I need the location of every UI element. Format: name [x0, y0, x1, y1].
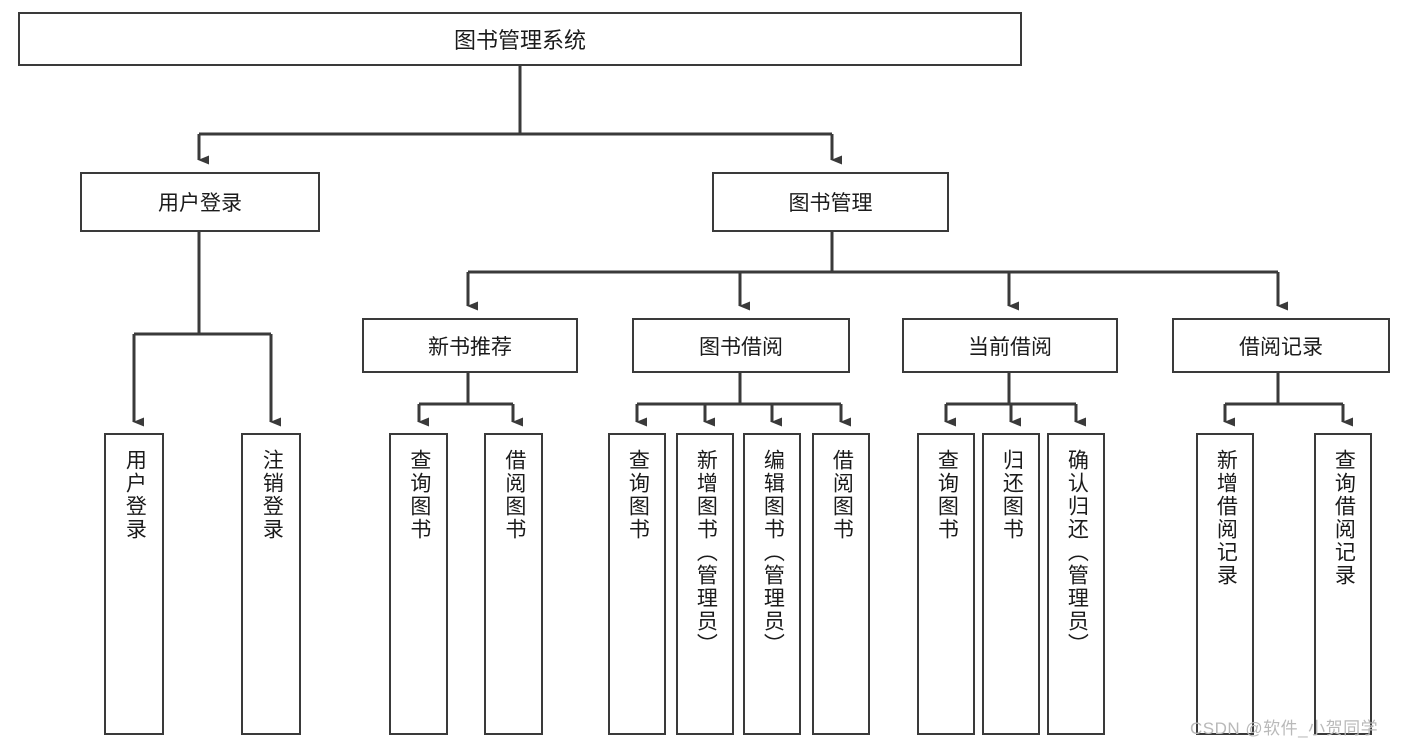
- node-leaf-query-book-current[interactable]: 查询图书: [917, 433, 975, 735]
- node-current-borrow-label: 当前借阅: [968, 335, 1052, 359]
- node-current-borrow[interactable]: 当前借阅: [902, 318, 1118, 373]
- node-book-borrow-label: 图书借阅: [699, 335, 783, 359]
- node-leaf-query-book-borrow-label: 查询图书: [626, 449, 650, 541]
- node-leaf-return-book-label: 归还图书: [1000, 449, 1024, 541]
- node-leaf-confirm-return-admin-label: 确认归还（管理员）: [1065, 449, 1089, 656]
- node-leaf-logout[interactable]: 注销登录: [241, 433, 301, 735]
- node-leaf-logout-label: 注销登录: [260, 449, 284, 541]
- node-user-login-label: 用户登录: [158, 192, 242, 215]
- node-leaf-add-book-admin[interactable]: 新增图书（管理员）: [676, 433, 734, 735]
- node-leaf-user-login[interactable]: 用户登录: [104, 433, 164, 735]
- node-user-login[interactable]: 用户登录: [80, 172, 320, 232]
- node-leaf-borrow-book[interactable]: 借阅图书: [812, 433, 870, 735]
- node-book-management[interactable]: 图书管理: [712, 172, 949, 232]
- node-book-borrow[interactable]: 图书借阅: [632, 318, 850, 373]
- node-leaf-add-borrow-record[interactable]: 新增借阅记录: [1196, 433, 1254, 735]
- node-leaf-add-borrow-record-label: 新增借阅记录: [1214, 449, 1238, 587]
- node-leaf-query-book-borrow[interactable]: 查询图书: [608, 433, 666, 735]
- node-leaf-query-borrow-record-label: 查询借阅记录: [1332, 449, 1356, 587]
- node-borrow-record-label: 借阅记录: [1239, 335, 1323, 359]
- node-book-management-label: 图书管理: [788, 192, 873, 215]
- node-new-book-recommend[interactable]: 新书推荐: [362, 318, 578, 373]
- node-leaf-edit-book-admin-label: 编辑图书（管理员）: [761, 449, 785, 656]
- node-leaf-edit-book-admin[interactable]: 编辑图书（管理员）: [743, 433, 801, 735]
- node-leaf-query-book-recommend-label: 查询图书: [407, 449, 431, 541]
- node-new-book-recommend-label: 新书推荐: [428, 335, 512, 359]
- node-leaf-borrow-book-label: 借阅图书: [830, 449, 854, 541]
- node-leaf-borrow-book-recommend[interactable]: 借阅图书: [484, 433, 543, 735]
- node-leaf-user-login-label: 用户登录: [123, 449, 147, 541]
- node-root-label: 图书管理系统: [453, 28, 586, 53]
- csdn-watermark: CSDN @软件_小贺同学: [1190, 719, 1379, 738]
- node-leaf-borrow-book-recommend-label: 借阅图书: [502, 449, 526, 541]
- node-leaf-return-book[interactable]: 归还图书: [982, 433, 1040, 735]
- node-leaf-add-book-admin-label: 新增图书（管理员）: [694, 449, 718, 656]
- node-root-book-management-system[interactable]: 图书管理系统: [18, 12, 1022, 66]
- node-leaf-query-book-recommend[interactable]: 查询图书: [389, 433, 448, 735]
- node-leaf-query-book-current-label: 查询图书: [935, 449, 959, 541]
- node-leaf-query-borrow-record[interactable]: 查询借阅记录: [1314, 433, 1372, 735]
- node-borrow-record[interactable]: 借阅记录: [1172, 318, 1390, 373]
- node-leaf-confirm-return-admin[interactable]: 确认归还（管理员）: [1047, 433, 1105, 735]
